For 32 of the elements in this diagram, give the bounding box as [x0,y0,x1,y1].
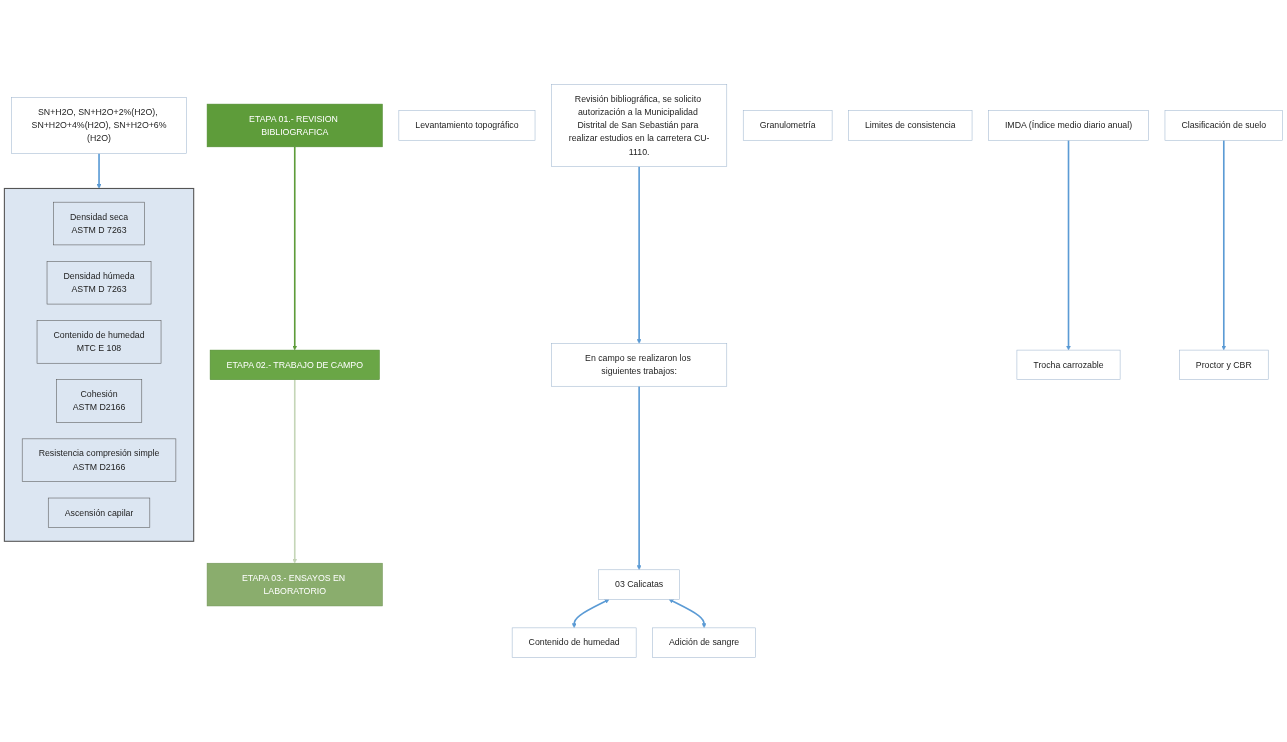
arrow [636,385,642,571]
node-box: Densidad húmeda ASTM D 7263 [46,261,152,305]
arrow [96,152,102,189]
node-box: Contenido de humedad [511,627,637,658]
node-box: Clasificación de suelo [1164,110,1283,141]
node-box: Levantamiento topográfico [398,110,536,141]
node-box: SN+H2O, SN+H2O+2%(H2O), SN+H2O+4%(H2O), SN+H2O+6%(H2O) [11,97,187,154]
node-box: Revisión bibliográfica, se solicito autorización a la Municipalidad Distrital de San Sebastián para realizar estudios en la carretera CU-1110. [551,84,728,167]
node-box: Ascensión capilar [47,497,151,528]
arrow [292,378,298,564]
node-box: Trocha carrozable [1016,349,1121,381]
arrow [1221,139,1227,351]
node-box: Resistencia compresión simple ASTM D2166 [21,438,177,482]
arrow [1066,139,1071,351]
arrow [636,165,642,344]
node-box: Adición de sangre [652,627,756,658]
node-box: IMDA (Índice medio diario anual) [988,110,1149,141]
arrow [292,146,298,351]
node-box: ETAPA 03.- ENSAYOS EN LABORATORIO [206,563,383,607]
node-box: Contenido de humedad MTC E 108 [36,320,162,364]
node-box: Densidad seca ASTM D 7263 [53,201,145,246]
arrow [571,599,610,629]
node-box: 03 Calicatas [598,569,680,600]
node-box: Limites de consistencia [848,110,973,141]
node-box: ETAPA 02.- TRABAJO DE CAMPO [209,349,380,381]
cluster [3,188,195,542]
arrow [668,599,707,629]
node-box: ETAPA 01.- REVISION BIBLIOGRAFICA [206,103,383,148]
node-box: Granulometría [742,110,833,141]
node-box: En campo se realizaron los siguientes trabajos: [551,343,728,387]
node-box: Proctor y CBR [1179,349,1269,381]
node-box: Cohesión ASTM D2166 [56,379,143,423]
